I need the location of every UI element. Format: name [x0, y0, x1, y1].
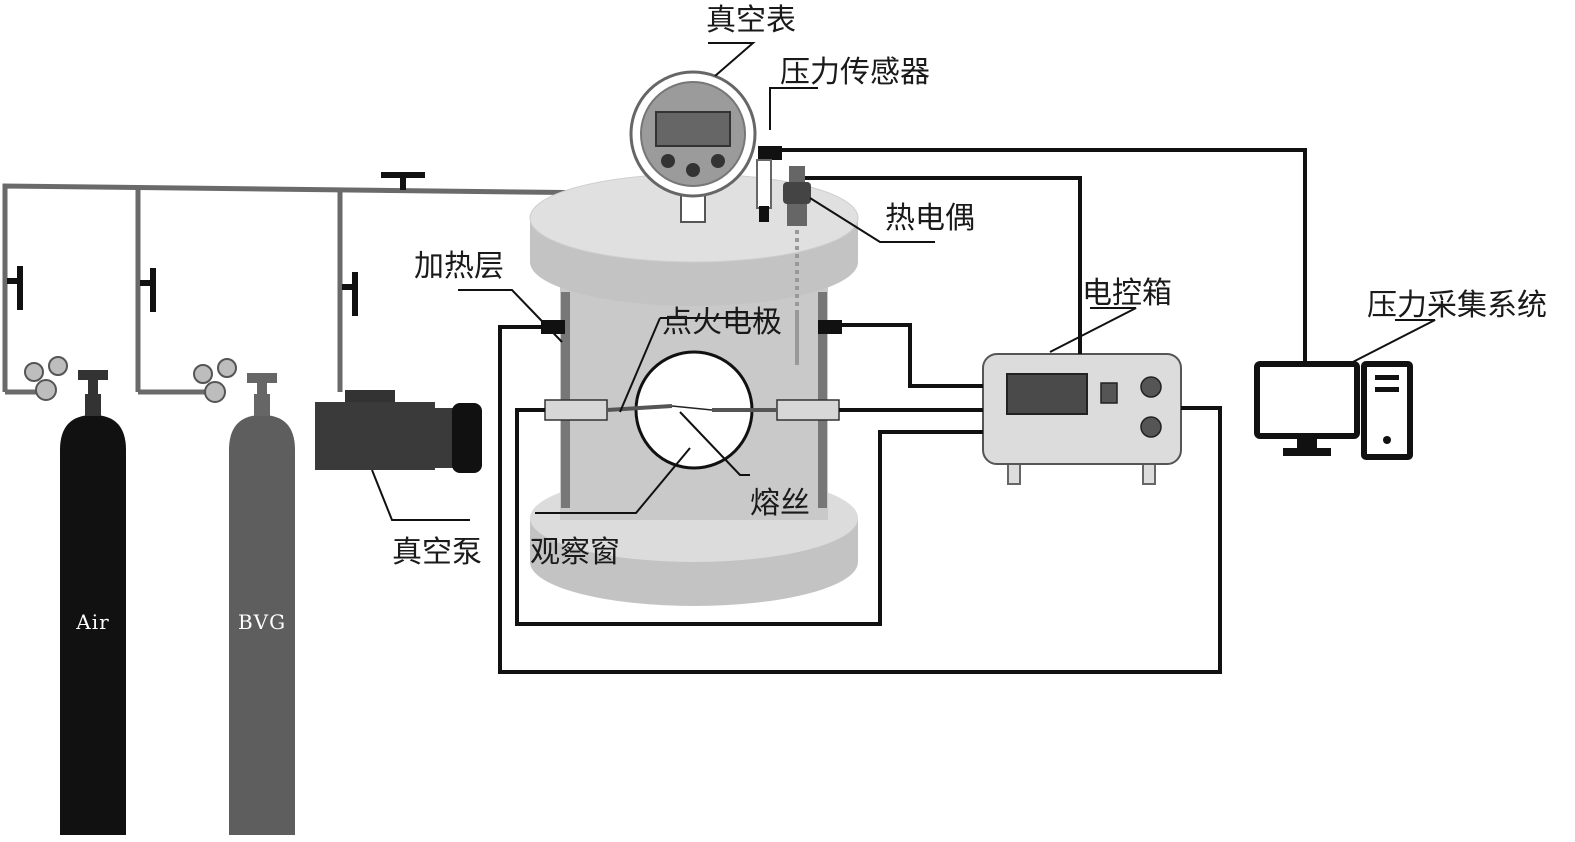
label-pressure-acquisition: 压力采集系统	[1367, 288, 1547, 323]
label-ignition-electrode: 点火电极	[662, 305, 782, 340]
main-line-valve-icon	[381, 172, 425, 190]
vacuum-gauge	[629, 70, 757, 223]
fuse-wire	[671, 405, 713, 411]
bvg-cylinder-label: BVG	[238, 610, 286, 634]
label-fuse-wire: 熔丝	[750, 486, 810, 521]
control-box-knob-bottom	[1140, 416, 1162, 438]
control-box-switch	[1100, 382, 1118, 404]
control-box	[982, 353, 1182, 485]
leader-lines	[371, 42, 1436, 521]
vacuum-pump	[315, 390, 482, 473]
pressure-sensor	[756, 146, 782, 222]
control-box-knob-top	[1140, 376, 1162, 398]
computer	[1254, 361, 1413, 460]
air-line-valve-icon	[7, 266, 23, 310]
control-box-display	[1006, 373, 1088, 415]
thermocouple	[783, 166, 811, 365]
gas-pipeline	[2, 183, 611, 395]
ignition-electrodes	[544, 399, 840, 421]
label-observation-window: 观察窗	[530, 535, 620, 570]
air-cylinder: Air	[24, 356, 126, 835]
heating-connector-right	[818, 320, 842, 334]
label-control-box: 电控箱	[1082, 276, 1172, 311]
label-vacuum-gauge: 真空表	[706, 3, 796, 38]
air-cylinder-label: Air	[75, 610, 109, 634]
tower-icon	[1361, 361, 1413, 460]
label-heating-layer: 加热层	[414, 249, 504, 284]
label-thermocouple: 热电偶	[885, 201, 975, 236]
label-pressure-sensor: 压力传感器	[780, 55, 930, 90]
label-vacuum-pump: 真空泵	[392, 535, 482, 570]
air-regulator-gauge-icon	[24, 356, 68, 401]
heating-connector-left	[541, 320, 565, 334]
bvg-cylinder: BVG	[193, 358, 295, 835]
wiring	[498, 148, 1307, 674]
bvg-regulator-gauge-icon	[193, 358, 237, 403]
bvg-line-valve-icon	[140, 268, 156, 312]
monitor-icon	[1254, 361, 1360, 456]
pump-line-valve-icon	[342, 272, 358, 316]
